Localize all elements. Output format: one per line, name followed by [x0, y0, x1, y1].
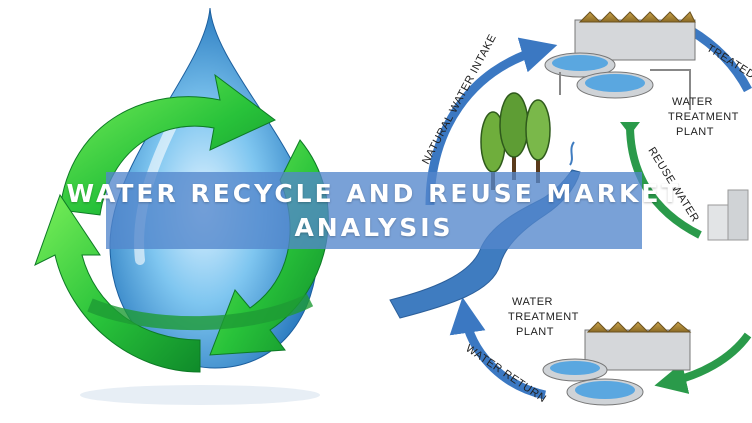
plant-top-label-3: PLANT: [676, 126, 714, 138]
trees-icon: [480, 92, 551, 190]
city-buildings-icon: [707, 189, 749, 241]
title-banner: WATER RECYCLE AND REUSE MARKET ANALYSIS: [67, 172, 679, 249]
plant-bottom-label-2: TREATMENT: [508, 311, 579, 323]
plant-bottom-label-3: PLANT: [516, 326, 554, 338]
plant-top-label-2: TREATMENT: [668, 111, 739, 123]
water-return-label: WATER RETURN: [463, 343, 548, 406]
title-line-1: WATER RECYCLE AND REUSE MARKET: [66, 178, 682, 208]
treated-label: TREATED: [704, 42, 752, 81]
treatment-plant-bottom-icon: [542, 321, 692, 406]
treatment-plant-top-icon: [544, 11, 696, 110]
plant-bottom-label-1: WATER: [512, 296, 553, 308]
title-line-2: ANALYSIS: [294, 212, 454, 242]
plant-top-label-1: WATER: [672, 96, 713, 108]
